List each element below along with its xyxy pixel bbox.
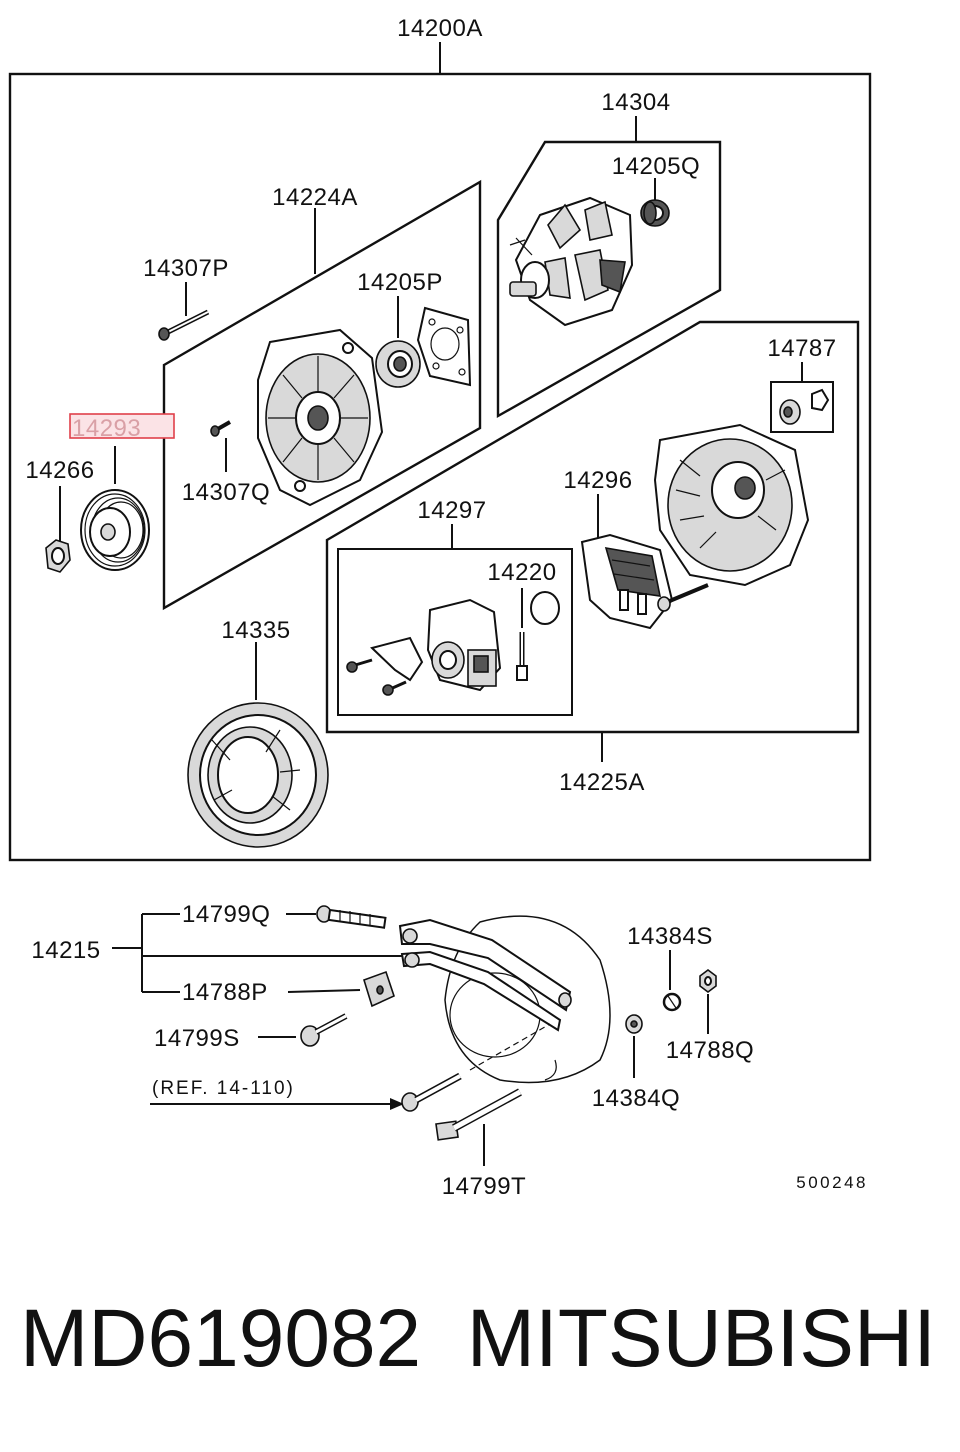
rear-bracket-icon — [653, 423, 810, 587]
label-screw-q[interactable]: 14307Q — [182, 479, 270, 506]
label-reference[interactable]: (REF. 14-110) — [152, 1078, 295, 1099]
label-rectifier[interactable]: 14296 — [563, 467, 632, 494]
bolt-799s-icon — [300, 1013, 348, 1047]
regulator-icon — [370, 598, 502, 692]
rear-bracket-frame — [325, 320, 860, 734]
label-nut[interactable]: 14266 — [25, 457, 94, 484]
bolt-p-icon — [158, 309, 210, 341]
diagram-id: 500248 — [796, 1173, 868, 1192]
label-bolt-p[interactable]: 14307P — [143, 255, 229, 282]
label-nut-788q[interactable]: 14788Q — [666, 1037, 754, 1064]
part-number: MD619082 — [20, 1293, 421, 1384]
mounting-bracket-icon — [398, 915, 611, 1084]
label-bolt-799q[interactable]: 14799Q — [182, 901, 270, 928]
rectifier-icon — [580, 533, 709, 630]
rotor-frame — [496, 140, 722, 419]
label-pulley[interactable]: 14293 — [72, 415, 141, 442]
label-washer-384q[interactable]: 14384Q — [592, 1085, 680, 1112]
label-rotor[interactable]: 14304 — [601, 89, 670, 116]
brand-name: MITSUBISHI — [467, 1293, 936, 1384]
label-front-bearing[interactable]: 14205P — [357, 269, 443, 296]
rotor-icon — [509, 196, 634, 327]
label-rotor-bearing[interactable]: 14205Q — [612, 153, 700, 180]
reference-arrowhead — [390, 1098, 404, 1110]
block-788p-leader — [287, 989, 361, 993]
label-bolt-799t[interactable]: 14799T — [442, 1173, 526, 1200]
label-stator[interactable]: 14335 — [221, 617, 290, 644]
retainer-plate-icon — [416, 306, 472, 387]
screw-q-icon — [210, 420, 231, 437]
block-788p-icon — [363, 970, 395, 1008]
label-assembly[interactable]: 14200A — [397, 15, 483, 42]
washer-384q-icon — [625, 1014, 643, 1034]
washer-384s-icon — [662, 992, 682, 1012]
bolt-799t-icon — [435, 1088, 522, 1141]
terminal-set-icon — [779, 388, 830, 425]
label-bolt-799s[interactable]: 14799S — [154, 1025, 240, 1052]
regulator-screws-icon — [346, 658, 407, 696]
nut-icon — [45, 539, 71, 573]
label-bracket-group[interactable]: 14215 — [31, 937, 100, 964]
front-bracket-frame — [162, 179, 482, 611]
pulley-icon — [80, 489, 150, 571]
label-front-bracket[interactable]: 14224A — [272, 184, 358, 211]
label-terminal-set[interactable]: 14787 — [767, 335, 836, 362]
regulator-frame — [337, 548, 573, 716]
label-rear-bracket[interactable]: 14225A — [559, 769, 645, 796]
front-bearing-icon — [375, 340, 421, 388]
snap-ring-icon — [530, 591, 560, 625]
brush-icon — [516, 632, 528, 681]
label-regulator[interactable]: 14297 — [417, 497, 486, 524]
through-bolt-icon — [401, 1023, 551, 1112]
label-washer-384s[interactable]: 14384S — [627, 923, 713, 950]
nut-788q-icon — [699, 969, 717, 993]
highlight-box — [69, 413, 175, 439]
front-bracket-icon — [257, 328, 384, 507]
label-brush[interactable]: 14220 — [487, 559, 556, 586]
rotor-bearing-icon — [640, 199, 670, 227]
label-block-788p[interactable]: 14788P — [182, 979, 268, 1006]
bolt-799q-icon — [316, 905, 387, 929]
stator-icon — [187, 702, 329, 848]
